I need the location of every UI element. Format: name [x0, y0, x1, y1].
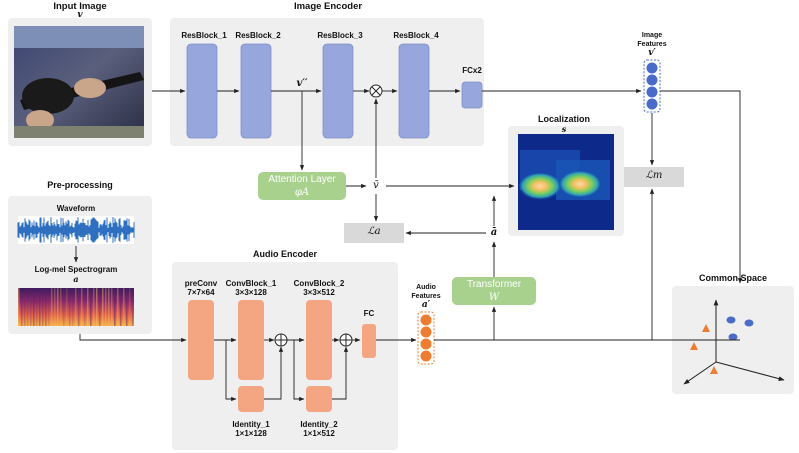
loss-a-box [344, 223, 404, 243]
waveform-label: Waveform [56, 204, 96, 213]
loss-a-label: ℒa [367, 226, 381, 237]
image-fc-label: FCx2 [462, 66, 482, 75]
audio-features-label-2: Features [411, 293, 441, 300]
resblock-3-label: ResBlock_3 [317, 31, 363, 40]
audio-features-vector [417, 311, 435, 365]
localization-symbol: s [561, 124, 567, 134]
resblock-2-label: ResBlock_2 [235, 31, 281, 40]
preconv-dims: 7×7×64 [187, 288, 215, 297]
attention-layer [258, 172, 346, 200]
convblock-2-dims: 3×3×512 [303, 288, 335, 297]
resblock-1-label: ResBlock_1 [181, 31, 227, 40]
spectrogram-symbol: a [73, 274, 79, 284]
convblock-1-dims: 3×3×128 [235, 288, 267, 297]
multiply-node [369, 84, 383, 98]
loss-m-box [624, 167, 684, 187]
identity-1-dims: 1×1×128 [235, 429, 267, 438]
v-bar-label: v̄ [373, 180, 379, 191]
image-features-label-1: Image [641, 32, 663, 39]
image-fc-block [461, 81, 483, 109]
v-double-prime-label: v′′ [296, 78, 308, 89]
input-image-symbol: v [77, 10, 83, 20]
spectrogram-graphic [18, 288, 134, 326]
resblock-1 [186, 43, 218, 139]
audio-encoder-title: Audio Encoder [252, 249, 318, 259]
image-features-vector [643, 59, 661, 113]
image-features-symbol: v′ [648, 48, 656, 58]
connections [73, 88, 743, 402]
localization-title: Localization [537, 114, 591, 124]
audio-features-label-1: Audio [416, 284, 436, 291]
transformer-label: Transformer [466, 279, 522, 290]
preconv-block [188, 300, 214, 380]
common-space-title: Common Space [698, 273, 768, 283]
transformer-symbol: W [488, 292, 500, 303]
audio-encoder-panel [172, 262, 398, 450]
add-node-2 [339, 333, 353, 347]
transformer-block [452, 277, 536, 305]
add-node-1 [274, 333, 288, 347]
resblock-4 [398, 43, 430, 139]
localization-heatmap [518, 134, 614, 230]
attention-layer-symbol: φA [294, 187, 310, 198]
resblock-3 [322, 43, 354, 139]
common-space-graphic [683, 299, 785, 385]
identity-2-label: Identity_2 [300, 420, 338, 429]
attention-layer-label: Attention Layer [268, 174, 336, 185]
audio-fc-block [362, 324, 376, 358]
waveform-graphic [17, 216, 135, 244]
identity-1-label: Identity_1 [232, 420, 270, 429]
convblock-2-label: ConvBlock_2 [293, 279, 345, 288]
image-encoder-title: Image Encoder [293, 1, 363, 12]
image-features-label-2: Features [637, 41, 667, 48]
convblock-2 [306, 300, 332, 380]
identity-2-dims: 1×1×512 [303, 429, 335, 438]
preprocessing-title: Pre-processing [47, 180, 113, 190]
preconv-label: preConv [184, 279, 218, 288]
identity-2-block [306, 386, 332, 412]
input-image-title: Input Image [53, 1, 107, 12]
convblock-1 [238, 300, 264, 380]
loss-m-label: ℒm [645, 170, 663, 181]
a-bar-label: ā [490, 227, 498, 238]
audio-fc-label: FC [363, 309, 375, 318]
resblock-2 [240, 43, 272, 139]
resblock-4-label: ResBlock_4 [393, 31, 439, 40]
spectrogram-label: Log-mel Spectrogram [34, 265, 118, 274]
identity-1-block [238, 386, 264, 412]
input-image-photo [14, 26, 144, 138]
audio-features-symbol: a′ [421, 300, 431, 310]
convblock-1-label: ConvBlock_1 [225, 279, 277, 288]
